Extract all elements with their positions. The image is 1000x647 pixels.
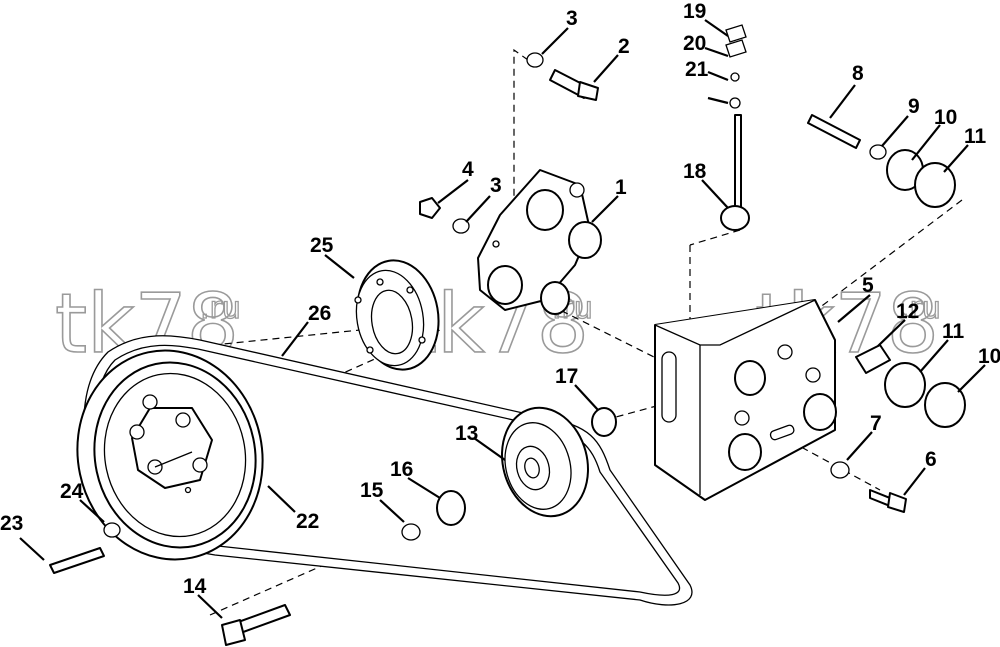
upper-bracket <box>477 169 602 315</box>
leader-17 <box>574 384 599 411</box>
watermark-suffix-1: .ru <box>200 291 241 326</box>
leader-13 <box>473 437 506 461</box>
callout-24: 24 <box>60 480 84 503</box>
callout-17: 17 <box>555 365 578 388</box>
callout-26: 26 <box>308 302 331 325</box>
callout-19: 19 <box>683 0 706 23</box>
leader-23 <box>19 537 45 561</box>
callout-15: 15 <box>360 479 384 502</box>
tensioner-plate <box>654 299 837 501</box>
hardware-parts <box>49 52 966 646</box>
callout-7: 7 <box>870 412 882 435</box>
leader-25 <box>324 254 355 279</box>
leader-16 <box>407 477 441 499</box>
callout-16: 16 <box>390 458 413 481</box>
leader-1 <box>591 195 619 223</box>
callout-23: 23 <box>0 512 23 535</box>
callout-22: 22 <box>296 510 319 533</box>
callout-20: 20 <box>683 32 706 55</box>
callout-21: 21 <box>685 58 709 81</box>
callout-3a: 3 <box>566 7 578 30</box>
spacer-ring <box>354 259 440 371</box>
callout-6: 6 <box>925 448 937 471</box>
leader-18 <box>701 179 729 209</box>
leader-11a <box>943 144 969 173</box>
leader-lines <box>19 19 986 619</box>
callout-14: 14 <box>183 575 207 598</box>
leader-22 <box>267 485 296 513</box>
callout-11b: 11 <box>942 320 965 343</box>
adjusting-rod-assembly <box>720 24 750 231</box>
leader-3a <box>541 27 569 55</box>
leader-14 <box>197 594 223 619</box>
callout-5: 5 <box>862 274 874 297</box>
callout-10a: 10 <box>934 106 957 129</box>
callout-18: 18 <box>683 160 707 183</box>
callout-4: 4 <box>462 158 474 181</box>
dash-line-bracket <box>539 299 661 361</box>
dash-line-spacer-upper <box>164 329 361 351</box>
callout-2: 2 <box>618 35 630 58</box>
dash-line-rod-18 <box>689 229 741 246</box>
leader-20 <box>704 46 729 58</box>
leader-6 <box>903 467 926 496</box>
callout-12: 12 <box>896 300 919 323</box>
watermark-suffix-3: .ru <box>900 291 941 326</box>
leader-15 <box>379 499 405 523</box>
callout-9: 9 <box>908 95 920 118</box>
leader-21 <box>707 70 729 82</box>
dash-line-bushing-17 <box>604 404 661 421</box>
leader-8 <box>829 84 856 119</box>
callout-labels: 3 2 4 3 1 19 20 21 18 8 9 10 11 5 12 11 … <box>0 0 1000 598</box>
leader-7 <box>846 431 873 461</box>
callout-11a: 11 <box>964 125 987 148</box>
callout-25: 25 <box>310 234 334 257</box>
leader-4 <box>437 179 469 204</box>
dash-line-bolt-6 <box>769 429 881 491</box>
leader-21b <box>707 96 729 105</box>
leader-9 <box>881 115 909 147</box>
leader-12 <box>877 319 906 347</box>
callout-1: 1 <box>615 176 627 199</box>
large-pulley <box>76 349 264 561</box>
idler-pulley <box>501 406 589 518</box>
leader-3b <box>465 195 491 223</box>
callout-13: 13 <box>455 422 478 445</box>
leader-24 <box>79 499 105 523</box>
leader-10a <box>911 124 941 161</box>
leader-10b <box>957 364 986 393</box>
leader-11b <box>919 339 949 373</box>
callout-3b: 3 <box>490 174 502 197</box>
callout-8: 8 <box>852 62 864 85</box>
callout-10b: 10 <box>978 345 1000 368</box>
leader-2 <box>593 54 619 83</box>
leader-26 <box>281 321 309 357</box>
leader-19 <box>704 19 729 37</box>
leader-5 <box>837 294 871 323</box>
